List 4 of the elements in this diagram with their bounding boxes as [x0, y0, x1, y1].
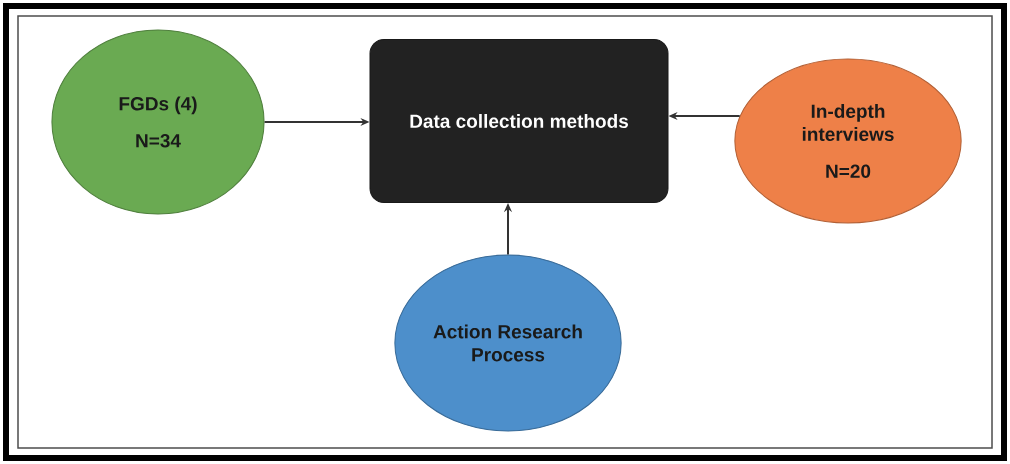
ellipse-node: FGDs (4) N=34 — [51, 29, 265, 215]
ellipse-node: Action Research Process — [394, 254, 622, 432]
ellipse-node: In-depth interviews N=20 — [734, 58, 962, 224]
process-box: Data collection methods — [369, 39, 669, 203]
